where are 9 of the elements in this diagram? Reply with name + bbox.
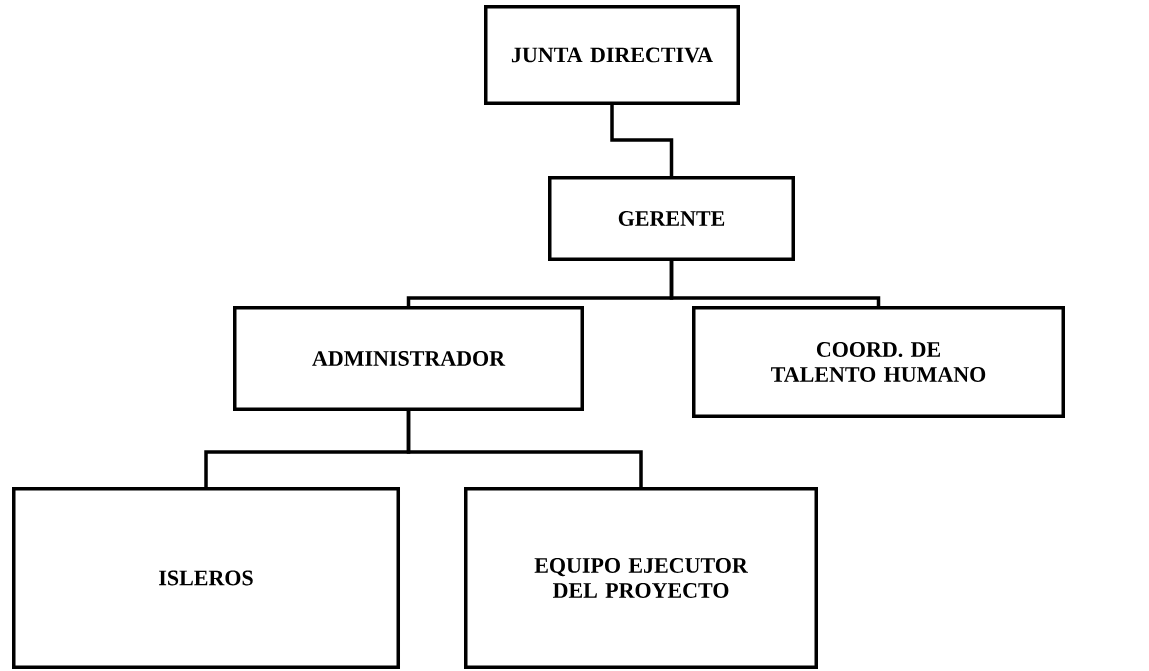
connector-line — [406, 411, 643, 487]
org-box: JUNTA DIRECTIVA — [484, 5, 740, 105]
org-box: ISLEROS — [12, 487, 400, 669]
org-box: COORD. DE TALENTO HUMANO — [692, 306, 1065, 418]
org-box: ADMINISTRADOR — [233, 306, 584, 411]
org-box: GERENTE — [548, 176, 795, 261]
connector-line — [610, 105, 674, 176]
connector-line — [669, 261, 881, 306]
org-box: EQUIPO EJECUTOR DEL PROYECTO — [464, 487, 818, 669]
